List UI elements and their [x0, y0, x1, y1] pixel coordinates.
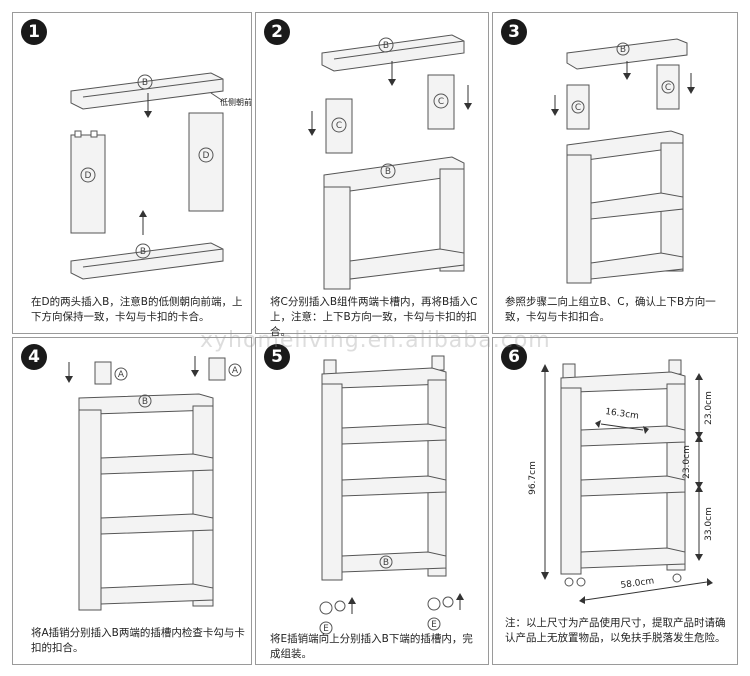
part-label-c: C [575, 103, 581, 113]
step-caption: 注：以上尺寸为产品使用尺寸，提取产品时请确认产品上无放置物品，以免扶手脱落发生危… [505, 617, 726, 644]
part-a-right [208, 357, 226, 381]
step-4-panel: 4 A A B 将A插销分别插入B两端的插槽内检查卡勾与卡扣的扣合。 [12, 337, 252, 665]
part-label-d: D [85, 171, 92, 181]
step-number: 6 [501, 344, 527, 370]
panel-d-left [70, 134, 106, 234]
step-number: 2 [264, 19, 290, 45]
width-dimension: 58.0cm [620, 576, 655, 591]
part-label-b: B [383, 41, 389, 51]
part-label-a: A [232, 366, 239, 376]
width-dimension-line [584, 581, 708, 601]
part-label-circle [137, 74, 153, 90]
part-label-a: A [118, 370, 125, 380]
part-label-b: B [383, 558, 389, 568]
step1-note: 低侧朝前 [220, 97, 252, 107]
step-6-panel: 6 96.7cm 16.3cm 23.0cm 23.0cm [492, 337, 738, 665]
step-1-panel: 1 B 低侧朝前 D D B 在D的两头插入B，注意B的低侧朝向前端，上下方向保… [12, 12, 252, 334]
step-number: 1 [21, 19, 47, 45]
panel-c-right [427, 74, 455, 130]
step-2-diagram: B C C B [308, 34, 472, 290]
depth-dimension: 16.3cm [605, 407, 640, 422]
part-label-c: C [438, 97, 444, 107]
part-label-b: B [385, 167, 391, 177]
step-caption: 将A插销分别插入B两端的插槽内检查卡勾与卡扣的扣合。 [31, 627, 245, 654]
part-label-c: C [665, 83, 671, 93]
height-dimension: 96.7cm [528, 461, 538, 495]
depth-dimension-line [600, 423, 644, 431]
part-label-e: E [431, 620, 437, 630]
step-6-diagram: 96.7cm 16.3cm 23.0cm 23.0cm 33.0cm [528, 359, 714, 604]
part-a-left [94, 361, 112, 385]
watermark: xyhomeliving.en.alibaba.com [200, 328, 551, 353]
caster-e-right [427, 597, 441, 611]
step-number: 4 [21, 344, 47, 370]
step-caption: 在D的两头插入B，注意B的低侧朝向前端，上下方向保持一致，卡勾与卡扣的卡合。 [31, 296, 243, 323]
part-label-d: D [203, 151, 210, 161]
part-label-b: B [142, 397, 148, 407]
part-label-c: C [336, 121, 342, 131]
step-3-panel: 3 B C C 参照步骤二向上组立B、C，确认上下B方向一致，卡勾与卡扣扣合。 [492, 12, 738, 334]
part-label-e: E [323, 624, 329, 634]
step-5-panel: 5 B E E 将E插销端向上分别插入B下端的插槽内，完成组装。 [255, 337, 489, 665]
part-label-b: B [620, 45, 626, 55]
step-caption: 参照步骤二向上组立B、C，确认上下B方向一致，卡勾与卡扣扣合。 [505, 296, 716, 323]
caster-e-left [319, 601, 333, 615]
step-1-diagram: B 低侧朝前 D D B [70, 72, 252, 280]
part-label-b: B [140, 247, 146, 257]
step-number: 3 [501, 19, 527, 45]
part-label-b: B [142, 78, 148, 88]
step-4-diagram: A A B [65, 356, 242, 611]
tier-lower-dimension: 33.0cm [704, 507, 714, 541]
step-2-panel: 2 B C C B 将C分别插入B组件两端卡槽内，再将B插入C上，注意：上下B方… [255, 12, 489, 338]
step-caption: 将E插销端向上分别插入B下端的插槽内，完成组装。 [270, 633, 473, 660]
step-caption: 将C分别插入B组件两端卡槽内，再将B插入C上，注意：上下B方向一致，卡勾与卡扣的… [270, 296, 478, 338]
step-5-diagram: B E E [319, 355, 464, 635]
step-number: 5 [264, 344, 290, 370]
step-3-diagram: B C C [551, 38, 695, 284]
tier-upper-dimension: 23.0cm [704, 391, 714, 425]
board-b-top [70, 72, 224, 110]
tier-middle-dimension: 23.0cm [682, 445, 692, 479]
panel-c-left [325, 98, 353, 154]
